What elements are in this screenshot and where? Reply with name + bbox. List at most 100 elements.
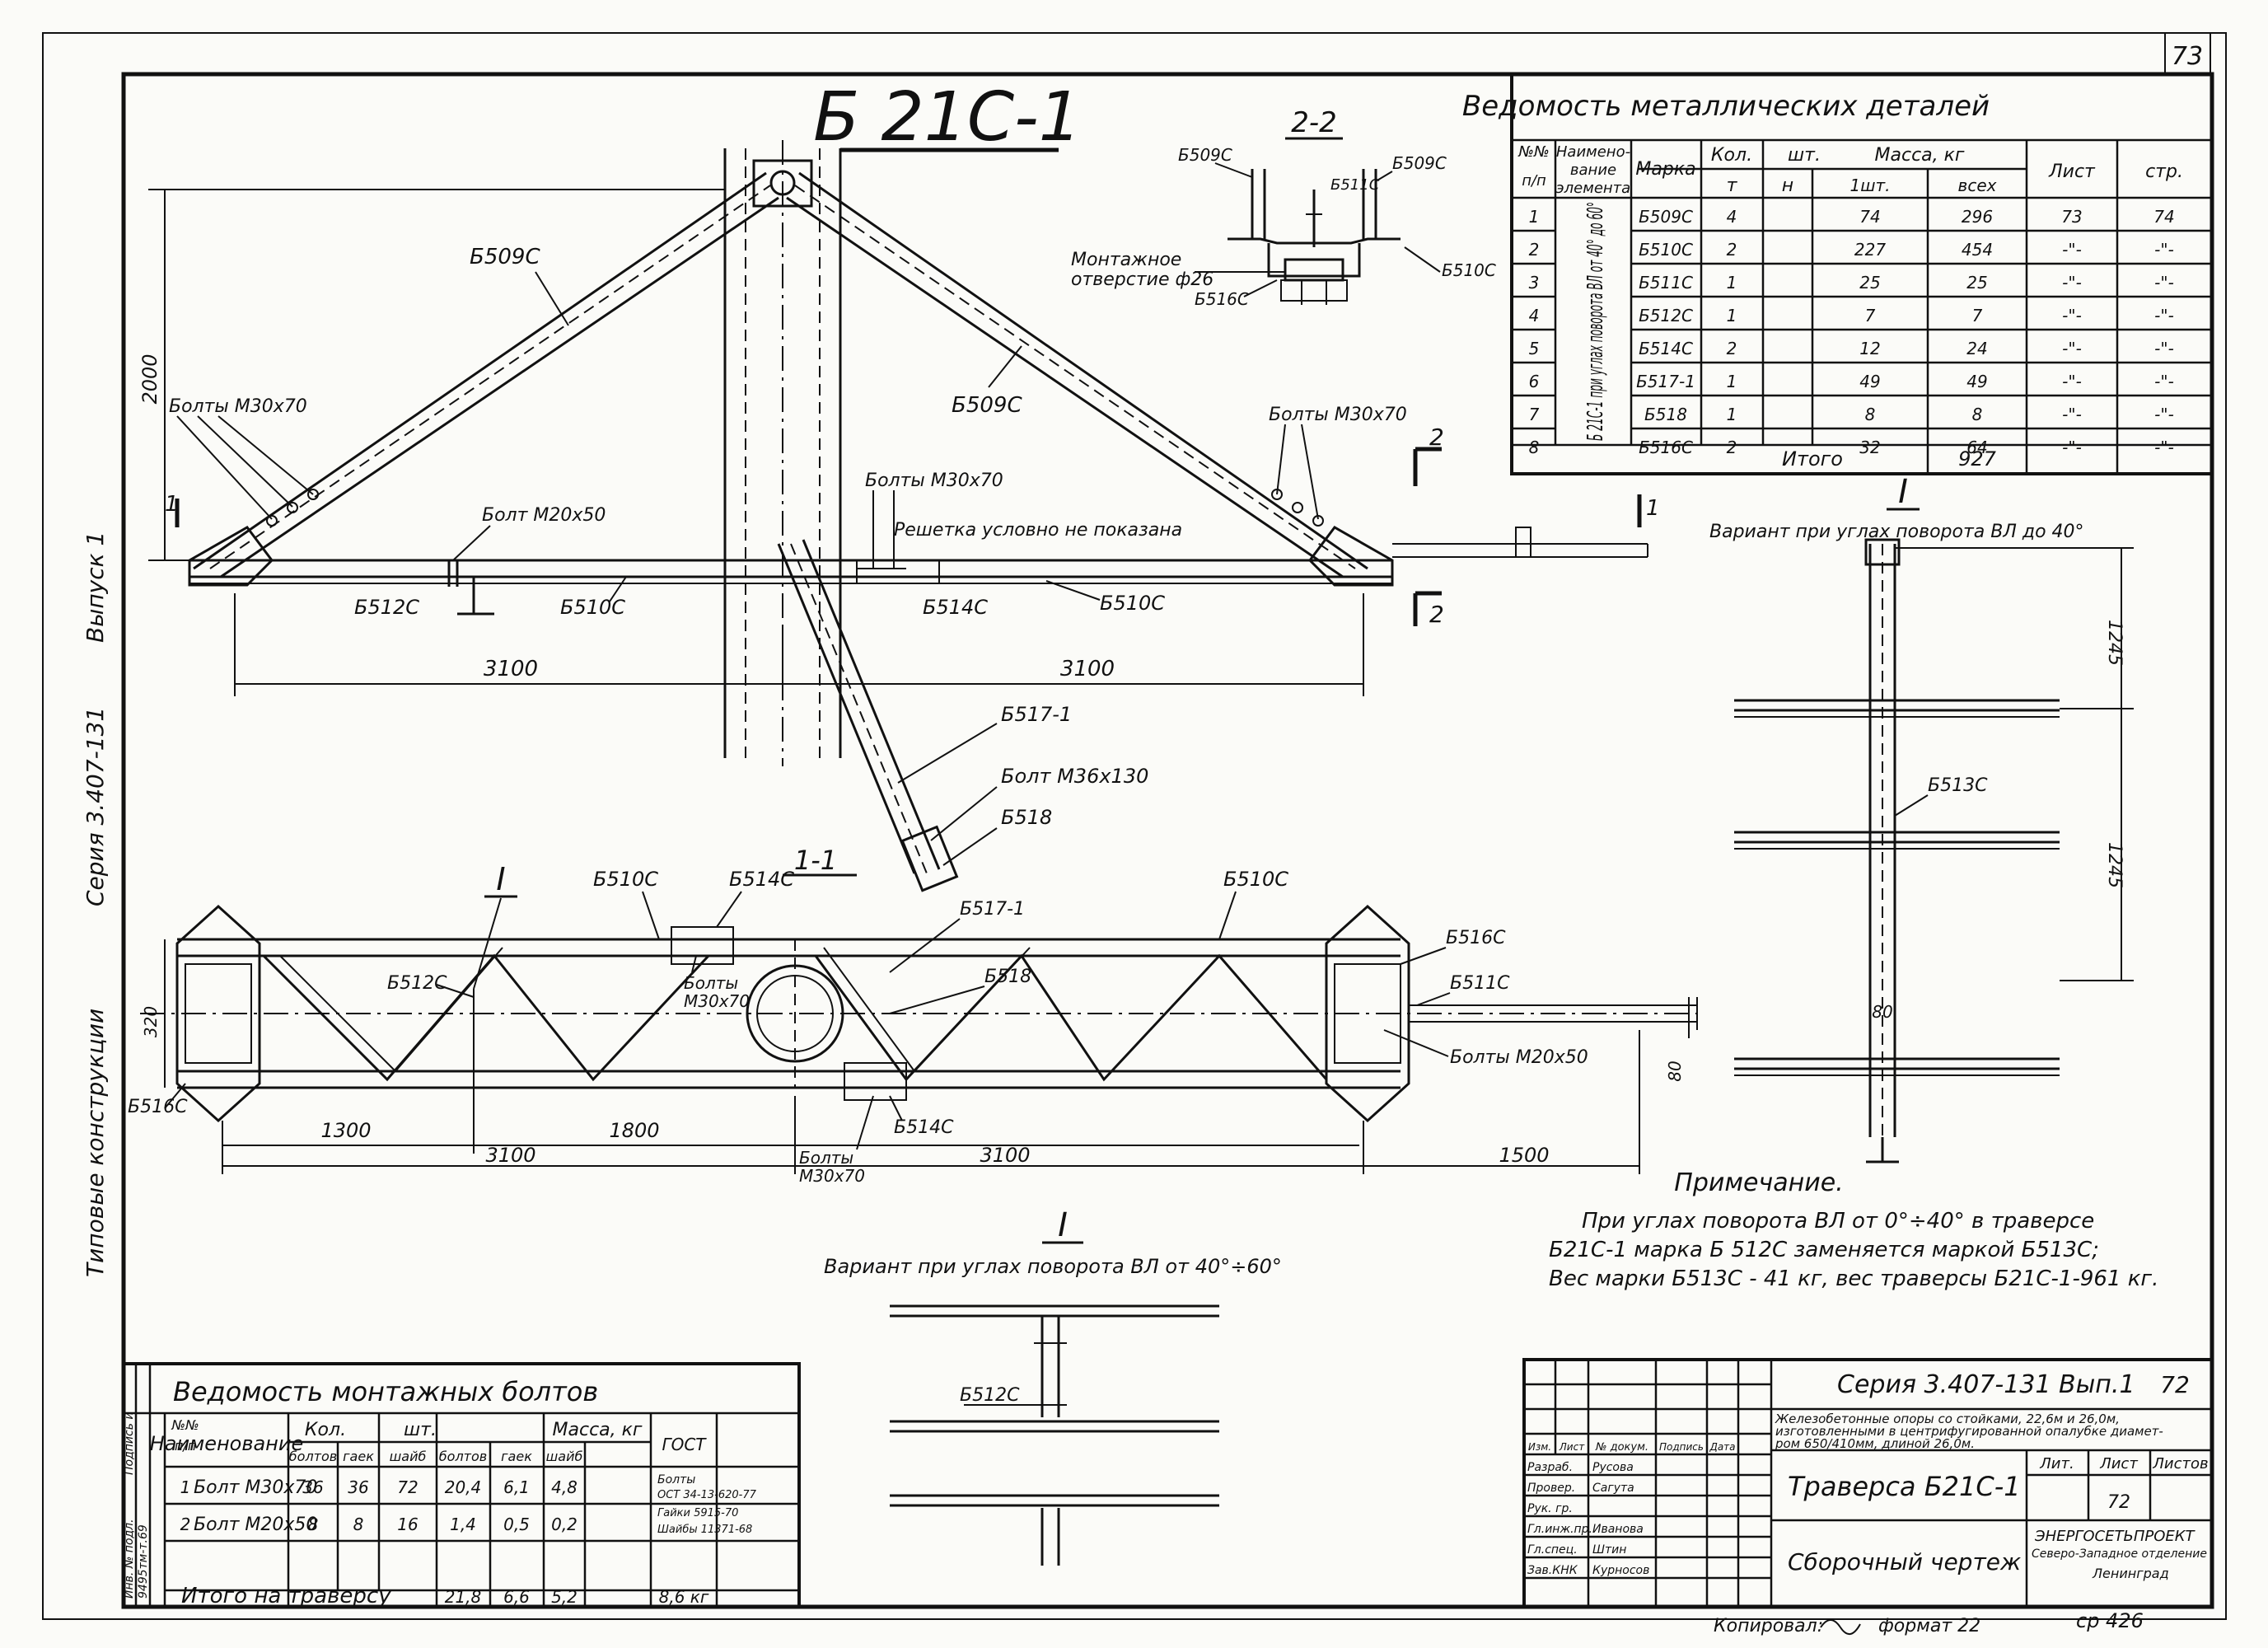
tb-org-1: ЭНЕРГОСЕТЬПРОЕКТ: [2034, 1528, 2196, 1545]
plan-label-b516c-left: Б516С: [128, 1097, 188, 1117]
left-brace-top: [193, 171, 767, 570]
label-b509c-left: Б509С: [470, 245, 540, 269]
side-issue: Выпуск 1: [82, 531, 109, 643]
metal-row-num: 3: [1529, 273, 1540, 293]
bolt-row-mass-washers: 4,8: [551, 1477, 578, 1497]
metal-row-mark: Б512С: [1639, 306, 1693, 325]
metal-row-mark: Б516С: [1639, 438, 1693, 457]
s22-hole-2: отверстие ф26: [1071, 269, 1213, 290]
bolt-row-qty-nuts: 8: [353, 1515, 364, 1534]
variant-right-mark: Б513С: [1928, 775, 1988, 796]
inner-frame: [121, 72, 2214, 1609]
metal-row-mass-all: 25: [1966, 273, 1987, 293]
metal-row-mark: Б511С: [1639, 273, 1693, 293]
metal-row-mass-one: 74: [1859, 207, 1880, 227]
bolt-row-qty-bolts: 8: [308, 1515, 319, 1534]
metal-row-mass-all: 454: [1962, 240, 1993, 260]
metal-row-page: -"-: [2154, 438, 2174, 457]
metal-row-page: -"-: [2154, 273, 2174, 293]
tb-sheet-no: 72: [2160, 1371, 2190, 1398]
plan-label-b511c: Б511С: [1450, 973, 1510, 994]
note-line-1: При углах поворота ВЛ от 0°÷40° в травер…: [1582, 1209, 2094, 1234]
svg-text:Масса, кг: Масса, кг: [1875, 145, 1965, 166]
metal-row-mark: Б509С: [1639, 207, 1693, 227]
metal-row-mass-one: 49: [1859, 372, 1880, 391]
section-2-2: 2-2 Б509С Б509С Б511С Б510С Монтажное от…: [1071, 106, 1496, 309]
left-brace-bottom: [220, 196, 779, 578]
svg-text:80: 80: [1872, 1002, 1892, 1022]
plan-lattice-left: [262, 953, 710, 1082]
bolt-row-qty-washers: 16: [397, 1515, 418, 1534]
svg-text:I: I: [1898, 473, 1908, 511]
bolt-total-label: Итого на траверсу: [181, 1584, 391, 1608]
plan-label-bolts-right: Болты М20х50: [1450, 1047, 1588, 1068]
plan-label-b510c-left: Б510С: [593, 868, 658, 891]
label-bolts-left: Болты М30х70: [169, 396, 307, 417]
metal-row-mark: Б517-1: [1636, 372, 1695, 391]
variant-bottom-mark: Б512С: [960, 1385, 1020, 1406]
plan-lattice-right: [814, 953, 1328, 1082]
plan-bolts-top-1: Болты: [684, 973, 738, 993]
s22-b509c-b: Б509С: [1392, 153, 1447, 173]
svg-text:21,8: 21,8: [445, 1587, 482, 1607]
svg-text:Гайки 5915-70: Гайки 5915-70: [657, 1507, 738, 1519]
copied-signature: [1820, 1619, 1861, 1635]
svg-text:Болты: Болты: [657, 1473, 695, 1486]
plan-right-end-plate: [1325, 904, 1410, 1123]
svg-text:гаек: гаек: [343, 1449, 374, 1464]
metal-row-page: -"-: [2154, 405, 2174, 424]
svg-text:формат 22: формат 22: [1878, 1616, 1980, 1636]
bolt-row-qty-bolts: 36: [302, 1477, 323, 1497]
svg-text:Лист: Лист: [2099, 1455, 2138, 1472]
metal-row-qty: 2: [1727, 240, 1737, 260]
svg-text:шайб: шайб: [546, 1449, 583, 1464]
metal-row-qty: 2: [1727, 438, 1737, 457]
metal-row-mass-one: 12: [1859, 339, 1880, 358]
metal-row-sheet: 73: [2061, 207, 2082, 227]
variant-bottom-title: Вариант при углах поворота ВЛ от 40°÷60°: [824, 1255, 1282, 1278]
metal-row-num: 6: [1529, 372, 1540, 391]
plan-bolts-bottom-1: Болты: [799, 1148, 853, 1168]
svg-text:н: н: [1782, 176, 1793, 196]
plan-bolts-top-2: М30х70: [684, 991, 750, 1011]
right-end-plate: [1308, 526, 1394, 587]
dim-height: 2000: [138, 353, 161, 404]
label-b518: Б518: [1001, 806, 1052, 829]
metal-row-num: 2: [1529, 240, 1540, 260]
svg-text:Лист: Лист: [1559, 1441, 1585, 1453]
bolt-row-mass-washers: 0,2: [551, 1515, 578, 1534]
bolt-row-num: 1: [180, 1477, 191, 1497]
label-bolt-m20: Болт М20х50: [482, 505, 606, 526]
metal-row-mark: Б518: [1644, 405, 1687, 424]
svg-text:I: I: [496, 861, 505, 897]
s22-b509c-a: Б509С: [1178, 145, 1232, 165]
label-lattice-note: Решетка условно не показана: [894, 520, 1182, 541]
label-b514c: Б514С: [923, 596, 988, 619]
svg-text:изготовленными в центрифугиров: изготовленными в центрифугированной опал…: [1775, 1424, 2163, 1439]
variant-right-dim-top: 1245: [2104, 620, 2125, 666]
svg-text:болтов: болтов: [439, 1449, 487, 1464]
metal-row-mass-one: 25: [1859, 273, 1880, 293]
metal-row-qty: 2: [1727, 339, 1737, 358]
svg-text:Лит.: Лит.: [2039, 1455, 2074, 1472]
metal-details-table: Ведомость металлических деталей №№ п/п Н…: [1462, 73, 2214, 475]
metal-row-page: 74: [2153, 207, 2174, 227]
metal-row-qty: 1: [1727, 372, 1737, 391]
plan-label-b516c-right: Б516С: [1446, 928, 1506, 948]
plan-label-b517: Б517-1: [960, 899, 1025, 920]
right-brace-bottom: [786, 196, 1344, 578]
svg-text:Марка: Марка: [1635, 159, 1695, 180]
svg-text:гаек: гаек: [501, 1449, 532, 1464]
metal-row-qty: 1: [1727, 273, 1737, 293]
bolt-row-name: Болт М30х70: [194, 1477, 317, 1498]
plan-label-b514c-top: Б514С: [729, 868, 794, 891]
note-line-2: Б21С-1 марка Б 512С заменяется маркой Б5…: [1549, 1238, 2099, 1262]
right-brace-top: [798, 171, 1368, 570]
svg-text:Подпись: Подпись: [1659, 1441, 1704, 1453]
plan-label-b510c-right: Б510С: [1223, 868, 1288, 891]
metal-total-label: Итого: [1782, 447, 1843, 471]
bolt-row-mass-nuts: 0,5: [503, 1515, 530, 1534]
metal-table-element: Б 21С-1 при углах поворота ВЛ от 40° до …: [1583, 202, 1608, 441]
svg-text:Инв. № подл.: Инв. № подл.: [123, 1519, 136, 1599]
plan-label-b512c: Б512С: [387, 973, 447, 994]
